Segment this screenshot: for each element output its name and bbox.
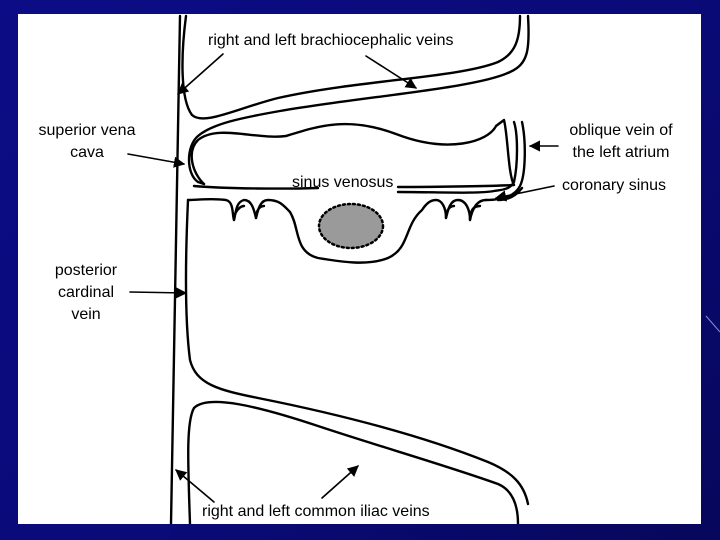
label-posterior-cardinal-vein-line2: cardinal [57, 284, 115, 301]
label-sinus-venosus: sinus venosus [292, 174, 394, 191]
arrow-coronary-sinus [494, 185, 555, 202]
label-posterior-cardinal-vein: posterior cardinal vein [40, 260, 132, 326]
label-coronary-sinus: coronary sinus [562, 177, 667, 194]
label-oblique-vein: oblique vein of the left atrium [556, 120, 686, 164]
arrow-iliac-right [321, 465, 359, 499]
vertical-vein-inner-wall-middle [184, 198, 530, 506]
venous-system-diagram [127, 14, 559, 524]
arrow-superior-vena-cava [127, 153, 186, 168]
arrow-brachiocephalic-right [365, 55, 417, 89]
vertical-vein-inner-wall-upper [181, 14, 522, 120]
arrow-iliac-left [175, 469, 215, 503]
sinus-venosus-blob [317, 202, 385, 250]
vertical-vein-outer-wall [169, 14, 182, 524]
label-oblique-vein-line2: the left atrium [572, 144, 670, 161]
arrow-brachiocephalic-left [177, 53, 224, 95]
small-vein-loop-4 [468, 204, 482, 222]
small-vein-loop-3 [444, 204, 456, 220]
oblique-vein-wall-left [396, 120, 519, 194]
small-vein-loop-1 [232, 204, 246, 222]
sinus-venosus-upper-wall [190, 118, 516, 189]
label-superior-vena-cava: superior vena cava [26, 120, 148, 164]
label-posterior-cardinal-vein-line1: posterior [54, 262, 118, 279]
diagram-panel: right and left brachiocephalic veins sup… [18, 14, 701, 524]
brachiocephalic-inner-wall [187, 14, 530, 186]
label-brachiocephalic-veins: right and left brachiocephalic veins [208, 32, 454, 49]
small-vein-loop-2 [254, 204, 266, 220]
label-oblique-vein-line1: oblique vein of [569, 122, 673, 139]
label-posterior-cardinal-vein-line3: vein [71, 306, 101, 323]
label-common-iliac-veins: right and left common iliac veins [202, 503, 430, 520]
common-iliac-inner-wall [187, 400, 520, 524]
label-superior-vena-cava-line1: superior vena [38, 122, 136, 139]
sinus-venosus-lower-line [192, 184, 320, 190]
background-decoration [705, 315, 720, 333]
arrow-posterior-cardinal-vein [129, 287, 188, 299]
label-superior-vena-cava-line2: cava [70, 144, 104, 161]
